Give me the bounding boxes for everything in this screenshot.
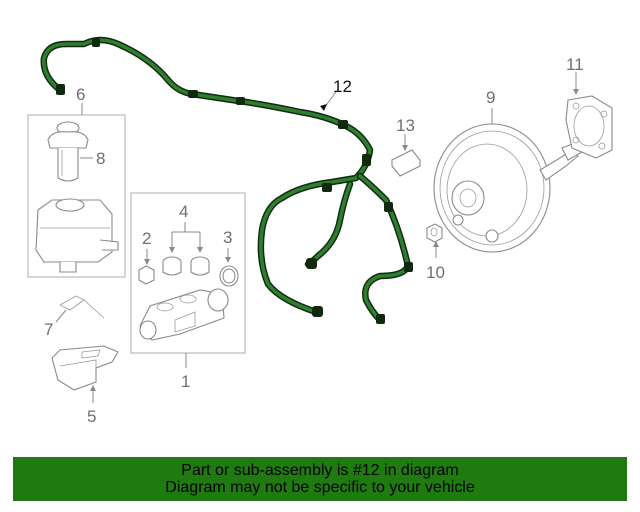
o-ring-part xyxy=(219,265,239,287)
master-cylinder-part xyxy=(139,288,229,341)
label-part xyxy=(391,149,421,177)
callout-2: 2 xyxy=(142,229,151,248)
callout-1: 1 xyxy=(181,372,190,391)
nut-part xyxy=(426,223,443,243)
reservoir-cap-part xyxy=(47,121,89,182)
callout-7: 7 xyxy=(44,320,53,339)
vacuum-hose-part xyxy=(40,36,413,324)
bracket-part xyxy=(51,345,119,391)
retaining-clip-part xyxy=(59,295,105,319)
callout-10: 10 xyxy=(426,263,445,282)
seal-part-b xyxy=(190,256,210,276)
reservoir-group-box xyxy=(27,114,126,278)
leader-7 xyxy=(55,309,67,323)
banner-line-1: Part or sub-assembly is #12 in diagram xyxy=(181,462,459,479)
callout-3: 3 xyxy=(223,228,232,247)
callout-9: 9 xyxy=(486,88,495,107)
cap-nut-part xyxy=(138,265,155,285)
banner-line-2: Diagram may not be specific to your vehi… xyxy=(165,479,475,496)
parts-diagram: 6 8 1 4 2 3 xyxy=(27,36,613,426)
callout-11: 11 xyxy=(566,55,584,74)
leader-4 xyxy=(171,222,201,250)
callout-4: 4 xyxy=(179,202,188,221)
callout-6: 6 xyxy=(76,85,85,104)
callout-12: 12 xyxy=(333,77,352,96)
callout-5: 5 xyxy=(87,407,96,426)
seal-part-a xyxy=(162,256,182,276)
master-cylinder-group-box xyxy=(130,192,246,354)
brake-booster-part xyxy=(433,123,583,253)
part-info-banner: Part or sub-assembly is #12 in diagram D… xyxy=(13,457,627,501)
callout-13: 13 xyxy=(396,116,415,135)
fluid-reservoir-part xyxy=(35,198,119,273)
callout-8: 8 xyxy=(96,149,105,168)
gasket-part xyxy=(565,95,613,159)
